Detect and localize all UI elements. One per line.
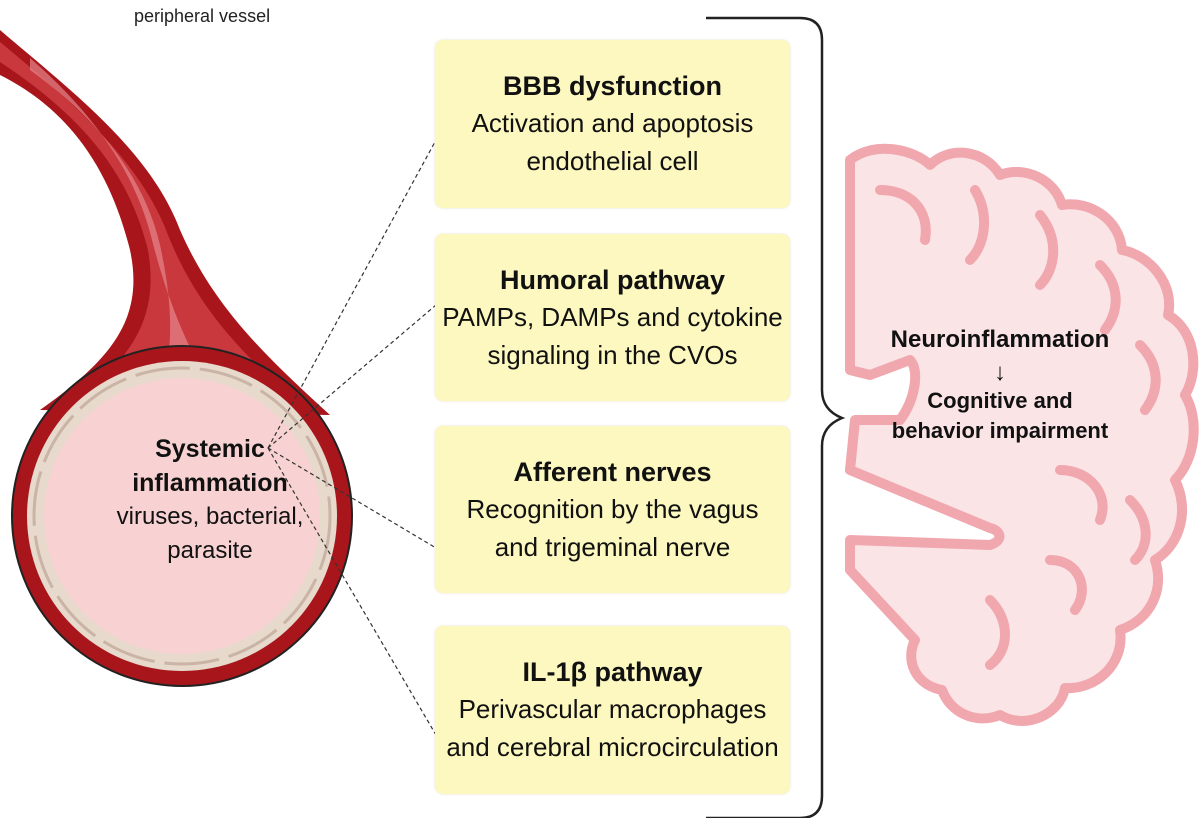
pathway-line: Activation and apoptosis xyxy=(471,108,754,138)
peripheral-vessel-label: peripheral vessel xyxy=(134,6,271,26)
pathway-box-humoral: Humoral pathway PAMPs, DAMPs and cytokin… xyxy=(435,234,790,401)
systemic-inflammation-label: Systemic inflammation viruses, bacterial… xyxy=(80,432,340,568)
outcome-line2: behavior impairment xyxy=(891,418,1109,443)
pathway-title: Afferent nerves xyxy=(513,456,712,487)
neuroinflammation-title: Neuroinflammation xyxy=(890,326,1110,353)
pathway-title: Humoral pathway xyxy=(499,264,726,295)
brain-illustration xyxy=(845,143,1199,726)
pathway-box-afferent: Afferent nerves Recognition by the vagus… xyxy=(435,426,790,593)
down-arrow-icon: ↓ xyxy=(994,359,1006,386)
pathway-line: Recognition by the vagus xyxy=(466,493,759,524)
neuroinflammation-label: Neuroinflammation ↓ Cognitive and behavi… xyxy=(860,320,1140,446)
grouping-bracket xyxy=(706,16,846,818)
pathway-line: and trigeminal nerve xyxy=(494,531,731,562)
vessel-cross-section xyxy=(11,345,353,687)
systemic-title-line1: Systemic xyxy=(155,435,265,463)
connector-lines xyxy=(267,139,437,736)
pathway-title: IL-1β pathway xyxy=(522,657,703,687)
outcome-line1: Cognitive and xyxy=(927,388,1073,413)
systemic-sub-line1: viruses, bacterial, xyxy=(116,503,304,530)
pathway-line: PAMPs, DAMPs and cytokine xyxy=(442,301,783,332)
systemic-sub-line2: parasite xyxy=(167,537,253,564)
pathway-title: BBB dysfunction xyxy=(503,71,722,101)
pathway-line: and cerebral microcirculation xyxy=(446,732,779,762)
pathway-line: signaling in the CVOs xyxy=(487,339,738,370)
systemic-title-line2: inflammation xyxy=(132,469,288,497)
pathway-line: endothelial cell xyxy=(526,146,699,176)
pathway-line: Perivascular macrophages xyxy=(458,694,767,724)
pathway-box-bbb: BBB dysfunction Activation and apoptosis… xyxy=(435,40,790,208)
pathway-box-il1b: IL-1β pathway Perivascular macrophages a… xyxy=(435,626,790,794)
